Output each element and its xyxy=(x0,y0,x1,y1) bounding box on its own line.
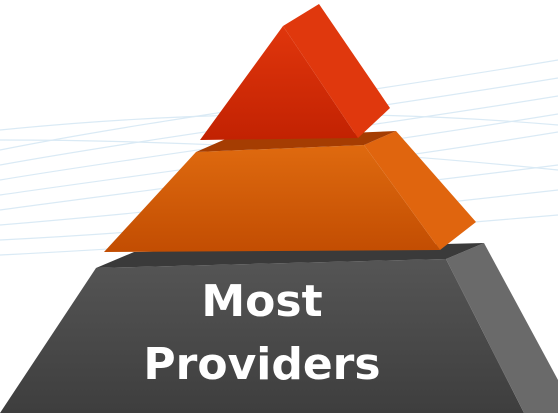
top-tier-front xyxy=(200,26,358,140)
base-tier-label-line-2: Providers xyxy=(143,339,381,390)
top-tier-side xyxy=(283,4,390,138)
base-tier-label-line-1: Most xyxy=(201,276,323,327)
pyramid-tier-top xyxy=(200,4,390,140)
pyramid-tier-middle xyxy=(104,131,476,252)
middle-tier-front xyxy=(104,145,440,252)
middle-tier-side xyxy=(364,131,476,250)
base-tier-side xyxy=(446,243,558,413)
pyramid-tier-base xyxy=(0,243,558,413)
base-tier-front xyxy=(0,259,524,413)
